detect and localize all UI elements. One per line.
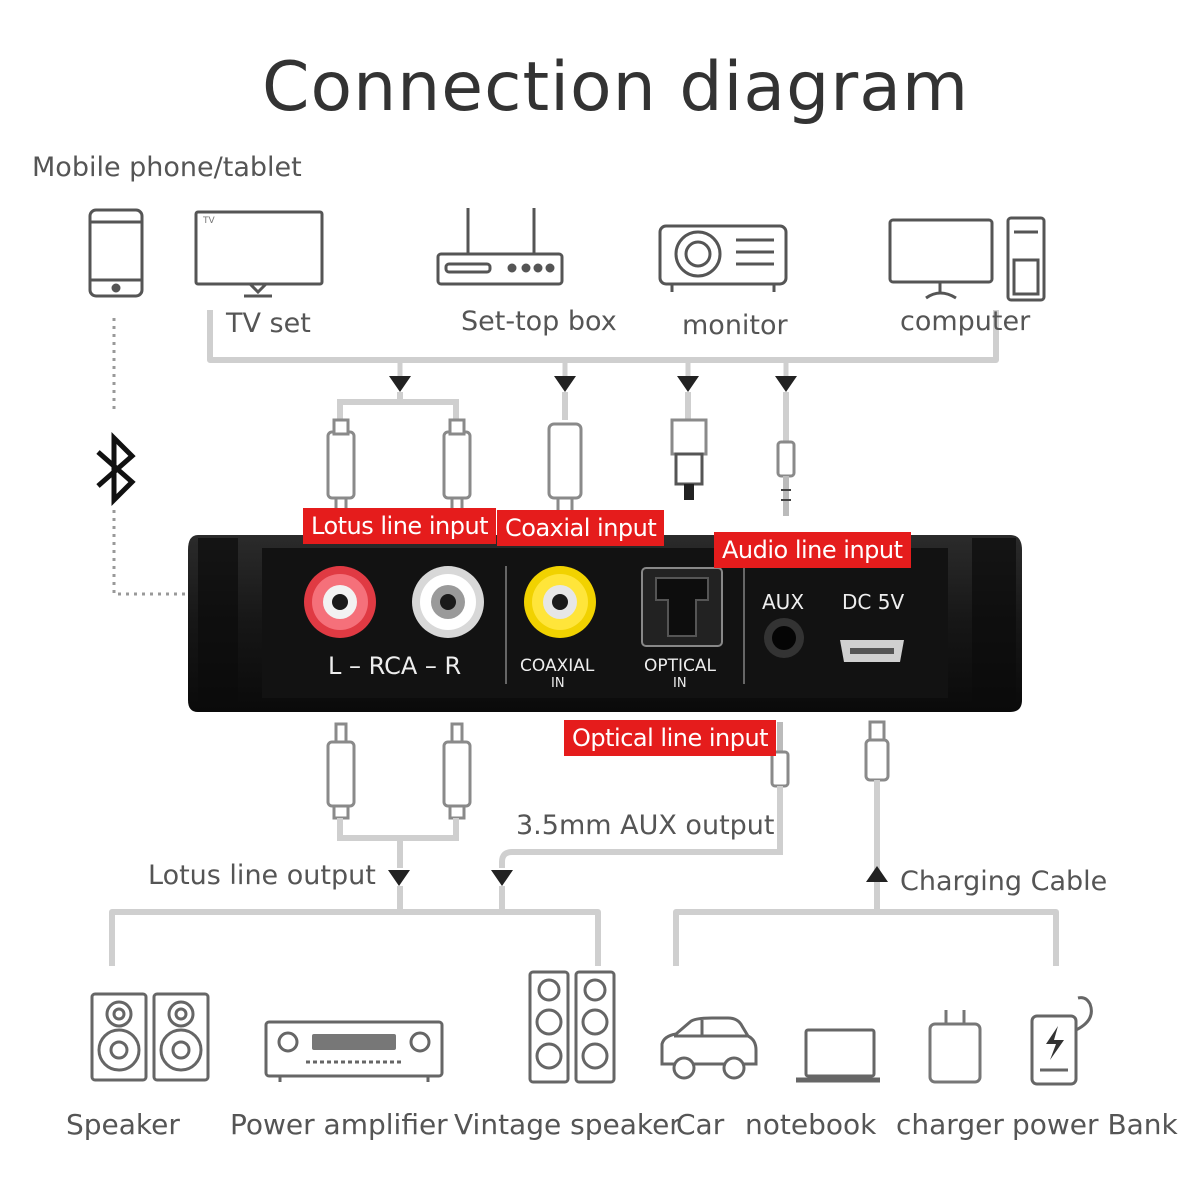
aux-port-label: AUX bbox=[762, 590, 805, 614]
projector-icon bbox=[658, 224, 788, 292]
charging-cable-label: Charging Cable bbox=[900, 866, 1108, 897]
power-bank-icon bbox=[1030, 996, 1093, 1086]
router-icon bbox=[436, 208, 564, 286]
bluetooth-icon bbox=[96, 431, 136, 507]
coaxial-input-plug bbox=[547, 392, 583, 518]
amplifier-icon bbox=[264, 1020, 444, 1082]
coaxial-input-badge: Coaxial input bbox=[497, 510, 665, 546]
aux-input-plug bbox=[776, 392, 796, 516]
charging-plug bbox=[864, 720, 890, 782]
charger-label: charger bbox=[896, 1108, 1004, 1141]
optical-input-badge: Optical line input bbox=[564, 720, 777, 756]
tv-label: TV set bbox=[226, 308, 311, 339]
rca-input-cable bbox=[337, 392, 459, 420]
amplifier-label: Power amplifier bbox=[230, 1108, 448, 1141]
tv-icon bbox=[194, 210, 324, 298]
source-bus-line bbox=[207, 310, 999, 363]
notebook-icon bbox=[796, 1028, 880, 1083]
audio-input-badge: Audio line input bbox=[714, 532, 911, 568]
rca-port-label: L – RCA – R bbox=[328, 652, 462, 680]
mobile-label: Mobile phone/tablet bbox=[32, 152, 302, 183]
speaker-icon bbox=[90, 992, 210, 1082]
rca-output-cable bbox=[337, 818, 459, 868]
lotus-output-label: Lotus line output bbox=[148, 860, 376, 891]
vintage-speaker-icon bbox=[528, 970, 616, 1084]
rca-input-plugs bbox=[326, 418, 472, 518]
aux-output-label: 3.5mm AUX output bbox=[516, 810, 775, 841]
power-bank-label: power Bank bbox=[1012, 1108, 1178, 1141]
optical-port-sub: IN bbox=[673, 676, 687, 691]
phone-icon bbox=[88, 208, 144, 298]
rca-output-plugs bbox=[326, 722, 472, 820]
source-drop-lines bbox=[397, 360, 789, 382]
output-down-arrows bbox=[388, 870, 513, 886]
speaker-label: Speaker bbox=[66, 1108, 180, 1141]
lotus-input-badge: Lotus line input bbox=[303, 508, 497, 544]
optical-input-plug bbox=[670, 392, 708, 500]
vintage-speaker-label: Vintage speaker bbox=[454, 1108, 681, 1141]
output-bus-line bbox=[109, 886, 601, 966]
monitor-label: monitor bbox=[682, 310, 788, 341]
bluetooth-link bbox=[112, 318, 186, 596]
coaxial-port-sub: IN bbox=[551, 676, 565, 691]
charging-up-arrow bbox=[866, 866, 888, 882]
page-title: Connection diagram bbox=[262, 48, 970, 127]
computer-label: computer bbox=[900, 306, 1031, 337]
aux-output-cable bbox=[499, 786, 783, 868]
settop-label: Set-top box bbox=[461, 306, 617, 337]
dc-port-label: DC 5V bbox=[842, 590, 905, 614]
tv-screen-mark: TV bbox=[203, 216, 215, 226]
car-icon bbox=[660, 1016, 758, 1080]
car-label: Car bbox=[676, 1108, 725, 1141]
notebook-label: notebook bbox=[745, 1108, 877, 1141]
charger-icon bbox=[928, 1010, 982, 1084]
optical-port-label: OPTICAL bbox=[644, 656, 717, 676]
charging-bus-line bbox=[673, 882, 1059, 966]
source-down-arrows bbox=[389, 376, 797, 392]
coaxial-port-label: COAXIAL bbox=[520, 656, 595, 676]
audio-device-box bbox=[188, 535, 1022, 712]
computer-icon bbox=[888, 216, 1046, 302]
